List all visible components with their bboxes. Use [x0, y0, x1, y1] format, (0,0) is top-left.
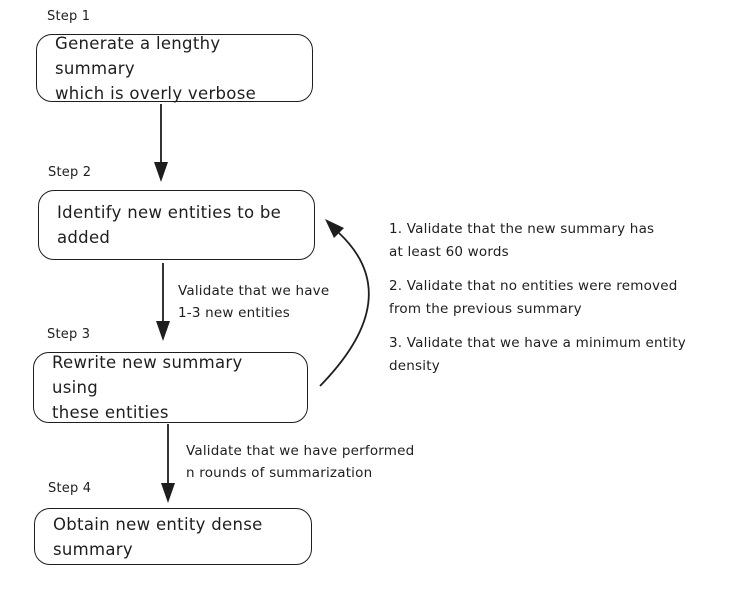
step1-node: Generate a lengthy summary which is over…: [36, 34, 313, 103]
arrow-step3-to-step4: [161, 424, 175, 503]
step2-node-text: Identify new entities to be added: [57, 203, 282, 247]
step3-label: Step 3: [47, 327, 91, 342]
edge-label-step2-step3: Validate that we have 1-3 new entities: [178, 283, 330, 321]
arrowhead-icon: [154, 162, 168, 182]
validation-item-3: 3. Validate that we have a minimum entit…: [389, 335, 686, 374]
step4-label: Step 4: [48, 481, 92, 496]
edge-label-step3-step4: Validate that we have performed n rounds…: [186, 443, 415, 481]
validation-item-2: 2. Validate that no entities were remove…: [389, 278, 678, 317]
step1-label: Step 1: [47, 9, 91, 24]
step3-node: Rewrite new summary using these entities: [33, 352, 308, 423]
step4-node-text: Obtain new entity dense summary: [53, 514, 263, 559]
step3-node-text: Rewrite new summary using these entities: [52, 353, 243, 422]
arrow-step2-to-step3: [156, 263, 170, 341]
step4-node: Obtain new entity dense summary: [34, 508, 312, 565]
step2-label: Step 2: [48, 165, 92, 180]
arrowhead-icon: [161, 483, 175, 503]
step2-node: Identify new entities to be added: [38, 190, 315, 260]
arrowhead-icon: [325, 219, 344, 238]
validation-item-1: 1. Validate that the new summary has at …: [389, 221, 655, 260]
arrowhead-icon: [156, 321, 170, 341]
step1-node-text: Generate a lengthy summary which is over…: [55, 33, 257, 103]
arrow-step1-to-step2: [154, 104, 168, 182]
validation-list: 1. Validate that the new summary has at …: [389, 218, 719, 378]
